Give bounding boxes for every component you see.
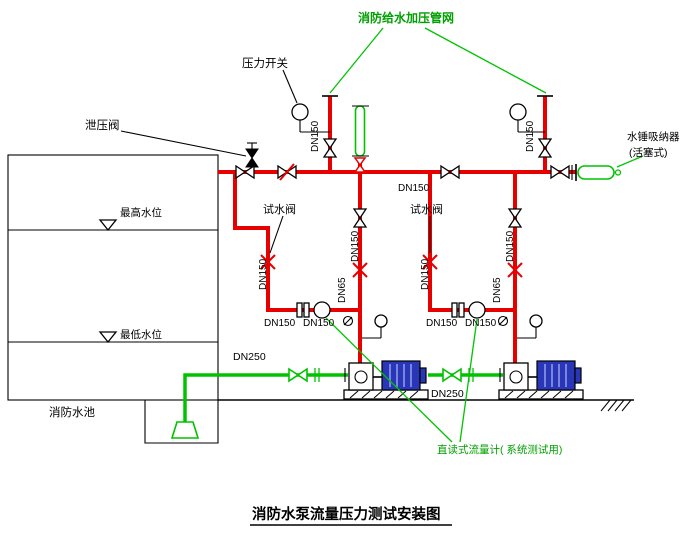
leader-pressure-switch [282,69,298,104]
high-water-label: 最高水位 [120,206,162,219]
flange-icon [296,302,303,318]
tank-label: 消防水池 [49,405,95,419]
fire-water-tank [7,154,219,444]
check-valve-2-icon [507,262,523,278]
test-valve-2-icon [422,254,438,270]
supply-network-label: 消防给水加压管网 [358,10,454,25]
gauge-cock-icon [342,315,354,327]
tank-outline [7,154,219,401]
text-labels: 消防给水加压管网 压力开关 泄压阀 最高水位 最低水位 消防水池 试水阀 试水阀… [49,10,680,526]
motor-fan-cap [574,367,582,384]
flange-icon [458,302,465,318]
leader-network-left [329,27,384,94]
pump-impeller-icon [354,370,368,384]
low-water-label: 最低水位 [120,328,162,341]
gate-valve-icon [537,138,553,158]
suction-pipe-1 [183,373,348,422]
dn150-label: DN150 [310,120,321,152]
leader-water-hammer [616,155,644,168]
flow-meter-1-icon [313,301,331,319]
gate-valve-icon [352,208,368,228]
water-hammer-type-label: (活塞式) [629,146,668,159]
pressure-gauge-2-icon [517,314,543,339]
flow-meter-2-icon [468,301,486,319]
dn150-label: DN150 [398,183,430,194]
leader-relief-valve [120,130,247,157]
gate-valve-icon [440,164,460,180]
flow-meter-label: 直读式流量计( 系统测试用) [437,443,562,456]
test-valve-2-label: 试水阀 [410,202,443,216]
test-valve-1-icon [260,254,276,270]
leader-flow-meter-2 [459,318,478,443]
dn65-label: DN65 [337,277,348,303]
dn250-label: DN250 [431,388,464,400]
signal-tube-icon [354,105,366,157]
leader-network-right [424,27,547,94]
high-water-level-icon [98,219,118,232]
pressure-gauge-1-icon [362,314,388,339]
dn150-label: DN150 [505,230,516,262]
suction-piping [170,367,503,439]
gate-valve-icon [235,164,255,180]
valve-icon [353,157,367,173]
motor-fan-cap [419,367,427,384]
tank-sump [144,400,219,444]
low-water-level-icon [98,331,118,344]
test-valve-1-label: 试水阀 [263,202,296,216]
absorber-port-icon [614,169,622,176]
pump-motor [381,360,421,391]
pump-unit-2 [498,360,584,400]
pump-unit-1 [343,360,429,400]
pressure-switch-icon [291,103,309,121]
water-hammer-label: 水锤吸纳器 [627,130,680,143]
check-valve-1-icon [352,262,368,278]
leader-test-valve-1 [269,215,284,254]
foot-valve-icon [170,421,200,439]
water-hammer-absorber-icon [577,165,615,180]
pressure-switch-icon [509,103,527,121]
pump-impeller-icon [509,370,523,384]
diagram-title: 消防水泵流量压力测试安装图 [252,505,441,523]
dn150-label: DN150 [525,120,536,152]
dn150-label: DN150 [258,258,269,290]
dn150-label: DN150 [303,318,335,329]
leader-flow-meter-1 [325,317,453,443]
leader-lines [120,27,644,443]
pump-motor [536,360,576,391]
dn150-label: DN150 [465,318,497,329]
dn150-label: DN150 [264,318,296,329]
pump-casing [348,362,374,391]
dn65-label: DN65 [492,277,503,303]
flange-icon [303,302,310,318]
gate-valve-icon [507,208,523,228]
flange-icon [451,302,458,318]
pump-casing [503,362,529,391]
dn150-label: DN150 [420,258,431,290]
suction-gate-valve-1-icon [288,367,308,383]
suction-gate-valve-2-icon [442,367,462,383]
gate-valve-icon [550,164,570,180]
dn150-label: DN150 [426,318,458,329]
relief-valve-icon [245,148,259,168]
valves-and-instruments [235,95,622,339]
gauge-cock-icon [497,315,509,327]
relief-valve-label: 泄压阀 [85,118,120,132]
ground-line [218,399,634,412]
gate-valve-icon [322,138,338,158]
dn150-label: DN150 [350,230,361,262]
dn250-label: DN250 [233,351,266,363]
pressure-switch-label: 压力开关 [242,56,288,70]
